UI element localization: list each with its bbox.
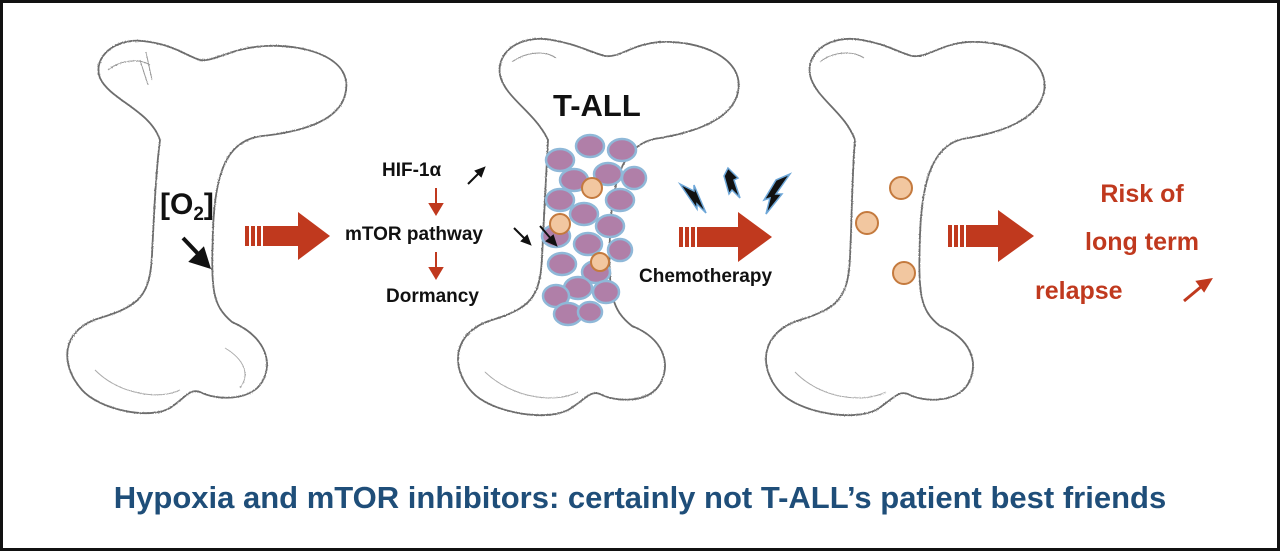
relapse-up-arrow xyxy=(1183,277,1213,303)
chemotherapy-label: Chemotherapy xyxy=(639,266,773,287)
mtor-down-arrow xyxy=(513,227,532,246)
risk-line-2: long term xyxy=(1085,228,1199,256)
hif-label: HIF-1α xyxy=(382,160,442,181)
bone-3 xyxy=(765,38,1046,417)
bone-1 xyxy=(66,39,348,415)
oxygen-subscript: 2 xyxy=(193,204,204,225)
oxygen-bracket: ] xyxy=(203,188,214,221)
oxygen-label: [O2] xyxy=(160,188,214,226)
lightning-bolts-icon xyxy=(677,166,793,215)
pathway-arrow-2 xyxy=(428,252,444,280)
tall-label: T-ALL xyxy=(553,88,641,123)
pathway-arrow-1 xyxy=(428,188,444,216)
risk-line-3: relapse xyxy=(1035,277,1123,305)
oxygen-text: [O xyxy=(160,188,194,221)
dormancy-label: Dormancy xyxy=(386,286,479,307)
risk-line-1: Risk of xyxy=(1100,180,1184,208)
red-arrow-1 xyxy=(245,212,330,260)
dormant-cells-bone3 xyxy=(855,176,916,285)
dormant-cells-bone2 xyxy=(549,177,610,272)
figure-caption: Hypoxia and mTOR inhibitors: certainly n… xyxy=(113,480,1167,515)
tall-down-arrow xyxy=(539,225,558,247)
red-arrow-3 xyxy=(948,210,1034,262)
hif-up-arrow xyxy=(467,166,486,185)
red-arrow-2 xyxy=(679,212,772,262)
o2-decrease-arrow xyxy=(181,236,212,270)
mtor-pathway-label: mTOR pathway xyxy=(345,224,483,245)
